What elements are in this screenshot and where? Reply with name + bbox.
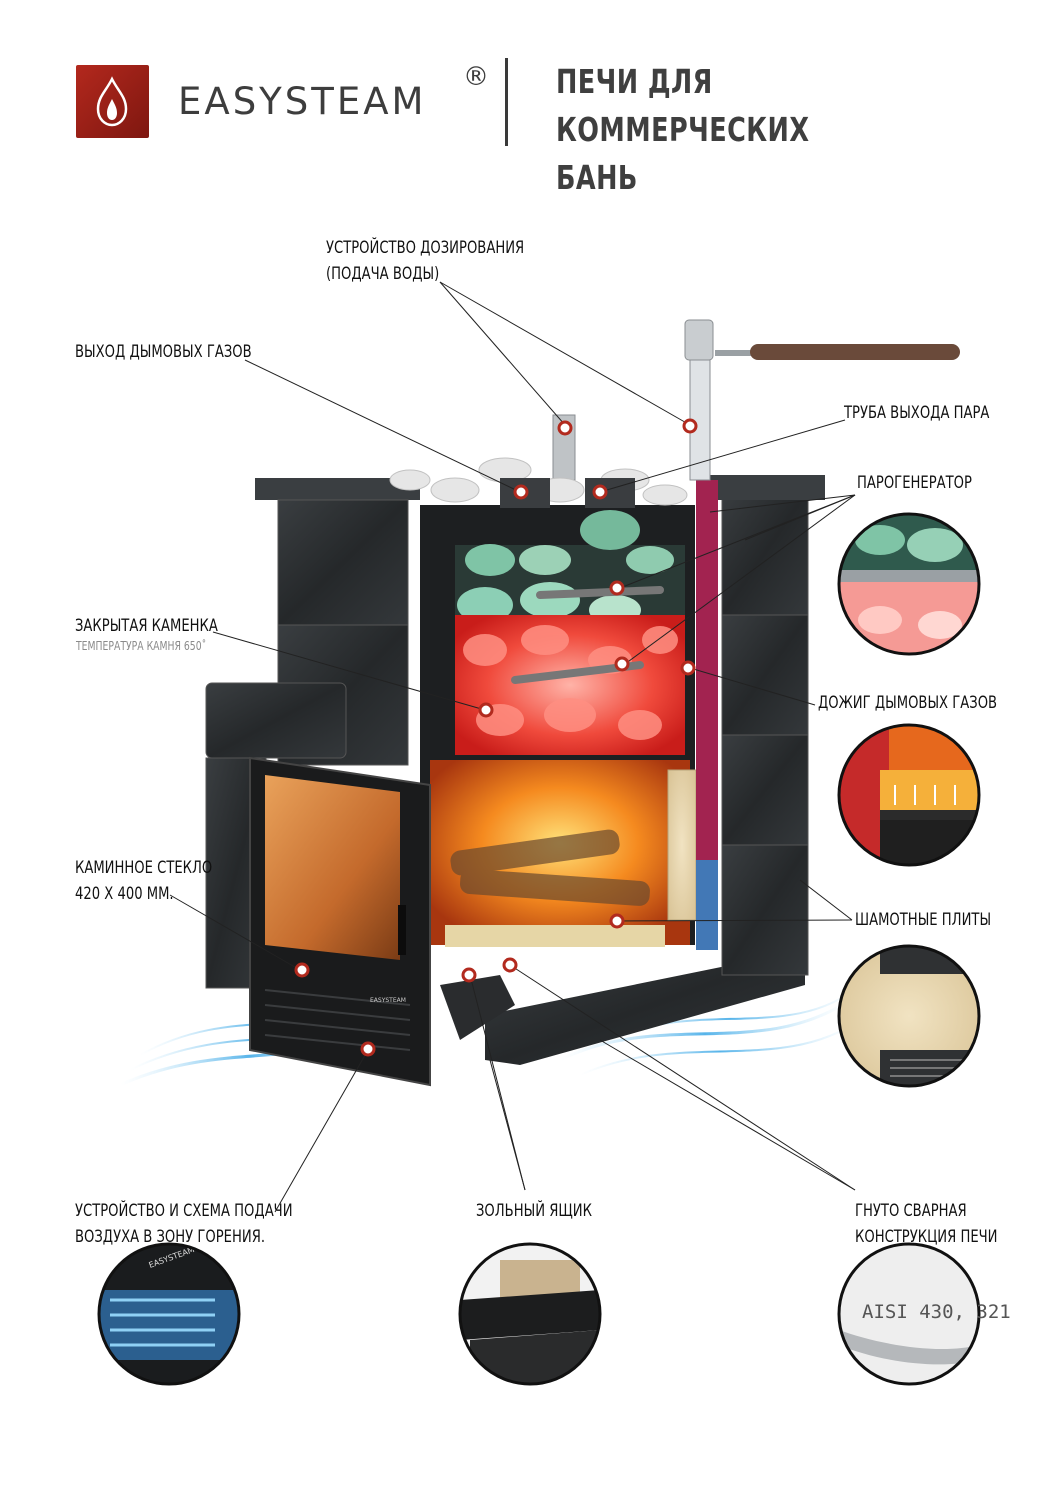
callout-lines — [169, 281, 856, 1213]
header-divider — [505, 58, 508, 146]
stone-cladding-left — [205, 478, 420, 989]
label-glass-line-2: 420 Х 400 ММ. — [75, 884, 174, 904]
cool-stones — [457, 510, 674, 625]
label-closed-heater: ЗАКРЫТАЯ КАМЕНКА — [75, 616, 218, 636]
label-welded: ГНУТО СВАРНАЯ КОНСТРУКЦИЯ ПЕЧИ — [855, 1198, 998, 1250]
detail-air-supply: EASYSTEAM — [97, 1242, 241, 1386]
detail-ash-box — [458, 1242, 602, 1386]
label-air-line-1: УСТРОЙСТВО И СХЕМА ПОДАЧИ — [75, 1201, 293, 1221]
flue-box-2 — [585, 478, 635, 508]
label-chamotte: ШАМОТНЫЕ ПЛИТЫ — [855, 910, 992, 930]
firebox-floor — [445, 925, 665, 947]
label-dosing-line-2: (ПОДАЧА ВОДЫ) — [326, 264, 440, 284]
callout-dots — [294, 418, 698, 1057]
detail-steam-generator — [837, 512, 981, 656]
label-welded-line-2: КОНСТРУКЦИЯ ПЕЧИ — [855, 1227, 998, 1247]
top-stones — [389, 457, 688, 506]
title-line-1: ПЕЧИ ДЛЯ КОММЕРЧЕСКИХ — [556, 62, 810, 149]
label-steam-pipe: ТРУБА ВЫХОДА ПАРА — [844, 403, 990, 423]
steel-grade: AISI 430, 321 — [862, 1301, 1011, 1323]
brand-name: EASYSTEAM — [178, 80, 427, 123]
brand-logo — [76, 65, 149, 138]
logs — [450, 829, 650, 906]
steam-generator-pipe — [536, 586, 664, 599]
page-title: ПЕЧИ ДЛЯ КОММЕРЧЕСКИХ БАНЬ — [556, 58, 952, 202]
registered-mark: ® — [463, 62, 489, 92]
detail-chamotte — [837, 944, 981, 1088]
label-dosing: УСТРОЙСТВО ДОЗИРОВАНИЯ (ПОДАЧА ВОДЫ) — [326, 235, 524, 287]
door-brand: EASYSTEAM — [370, 997, 406, 1004]
label-air-line-2: ВОЗДУХА В ЗОНУ ГОРЕНИЯ. — [75, 1227, 266, 1247]
label-steam-generator: ПАРОГЕНЕРАТОР — [857, 473, 972, 493]
label-afterburning: ДОЖИГ ДЫМОВЫХ ГАЗОВ — [818, 693, 998, 713]
afterburn-channel — [696, 480, 718, 950]
label-closed-heater-sub: ТЕМПЕРАТУРА КАМНЯ 650˚ — [76, 639, 207, 653]
fireplace-door: EASYSTEAM — [249, 756, 431, 1087]
stone-base — [485, 950, 805, 1065]
label-glass-line-1: КАМИННОЕ СТЕКЛО — [75, 858, 213, 878]
label-flue-outlet: ВЫХОД ДЫМОВЫХ ГАЗОВ — [75, 342, 252, 362]
label-dosing-line-1: УСТРОЙСТВО ДОЗИРОВАНИЯ — [326, 238, 525, 258]
label-glass: КАМИННОЕ СТЕКЛО 420 Х 400 ММ. — [75, 855, 212, 907]
detail-afterburning — [837, 723, 981, 867]
label-air-supply: УСТРОЙСТВО И СХЕМА ПОДАЧИ ВОЗДУХА В ЗОНУ… — [75, 1198, 293, 1250]
stone-cladding-right — [700, 475, 825, 976]
flame-logo-icon — [96, 76, 128, 127]
title-line-2: БАНЬ — [556, 158, 638, 197]
detail-welded-construction: AISI 430, 321 — [837, 1242, 1011, 1386]
ash-drawer — [440, 975, 515, 1040]
chamotte-plate-side — [667, 769, 697, 921]
label-ash-box: ЗОЛЬНЫЙ ЯЩИК — [476, 1201, 592, 1221]
label-welded-line-1: ГНУТО СВАРНАЯ — [855, 1201, 967, 1221]
